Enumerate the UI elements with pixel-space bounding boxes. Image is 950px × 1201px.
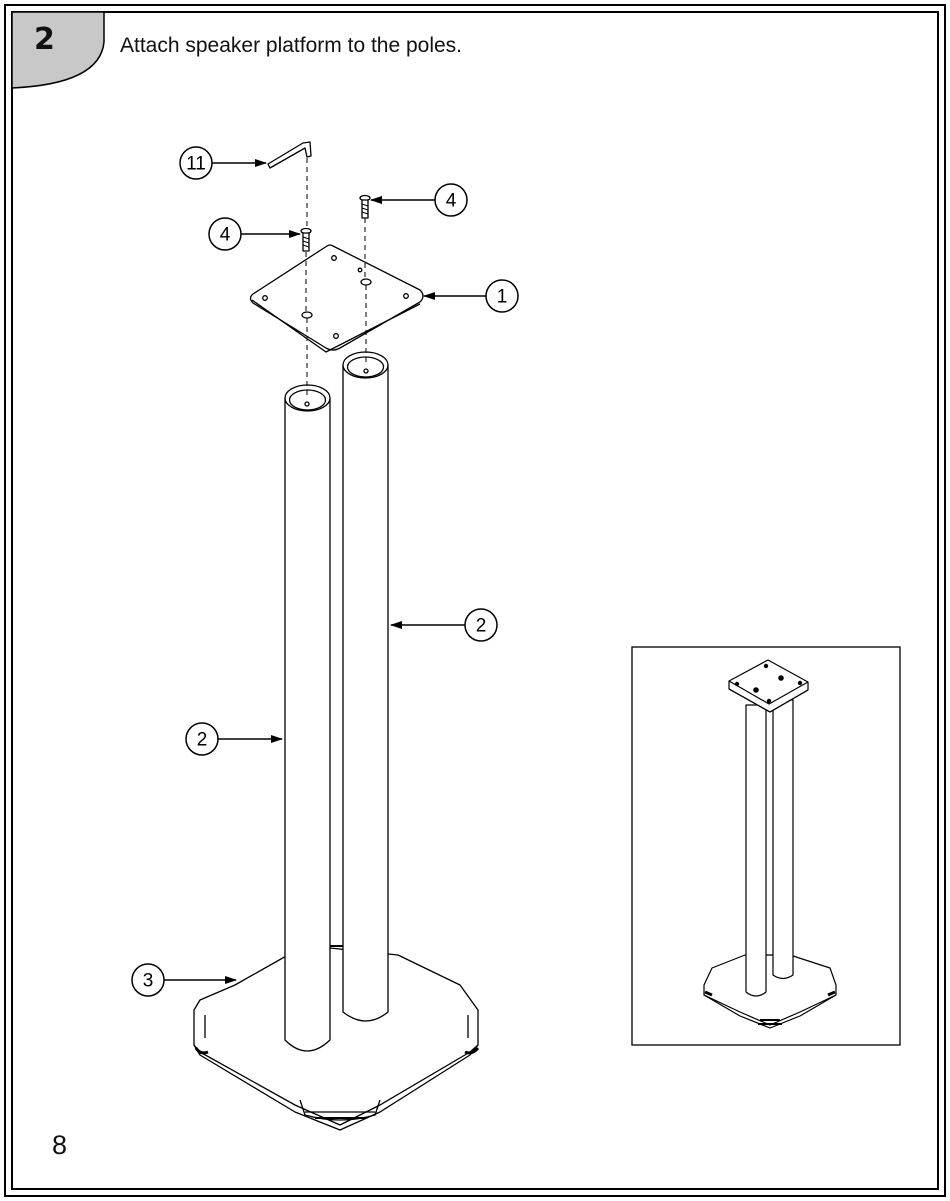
callout-2-right-label: 2 [476,616,487,637]
inset-pole-front [746,705,766,996]
bolt-right [360,196,370,219]
bolt-left [301,229,311,252]
callout-2-left-label: 2 [197,730,208,751]
step-number: 2 [34,22,56,57]
callout-11: 11 [180,147,266,179]
callout-4-left-label: 4 [220,225,231,246]
main-assembly-drawing [194,142,478,1130]
callout-11-label: 11 [186,154,206,175]
callout-1-label: 1 [497,287,508,308]
callout-4-right: 4 [371,184,467,216]
allen-key [268,142,311,168]
callout-2-left: 2 [186,723,282,755]
page-number: 8 [52,1130,67,1161]
callout-2-right: 2 [391,609,497,641]
inset-pole-rear [773,700,793,979]
base-plate [194,946,478,1130]
step-instruction: Attach speaker platform to the poles. [120,34,462,58]
step-tab [12,12,104,88]
callout-4-left: 4 [209,218,300,250]
pole-front [285,385,330,1051]
callout-1: 1 [424,280,518,312]
callout-3-label: 3 [143,971,154,992]
speaker-platform [251,245,424,352]
assembled-view-inset [632,647,900,1045]
pole-rear [343,352,388,1021]
callout-4-right-label: 4 [446,191,457,212]
